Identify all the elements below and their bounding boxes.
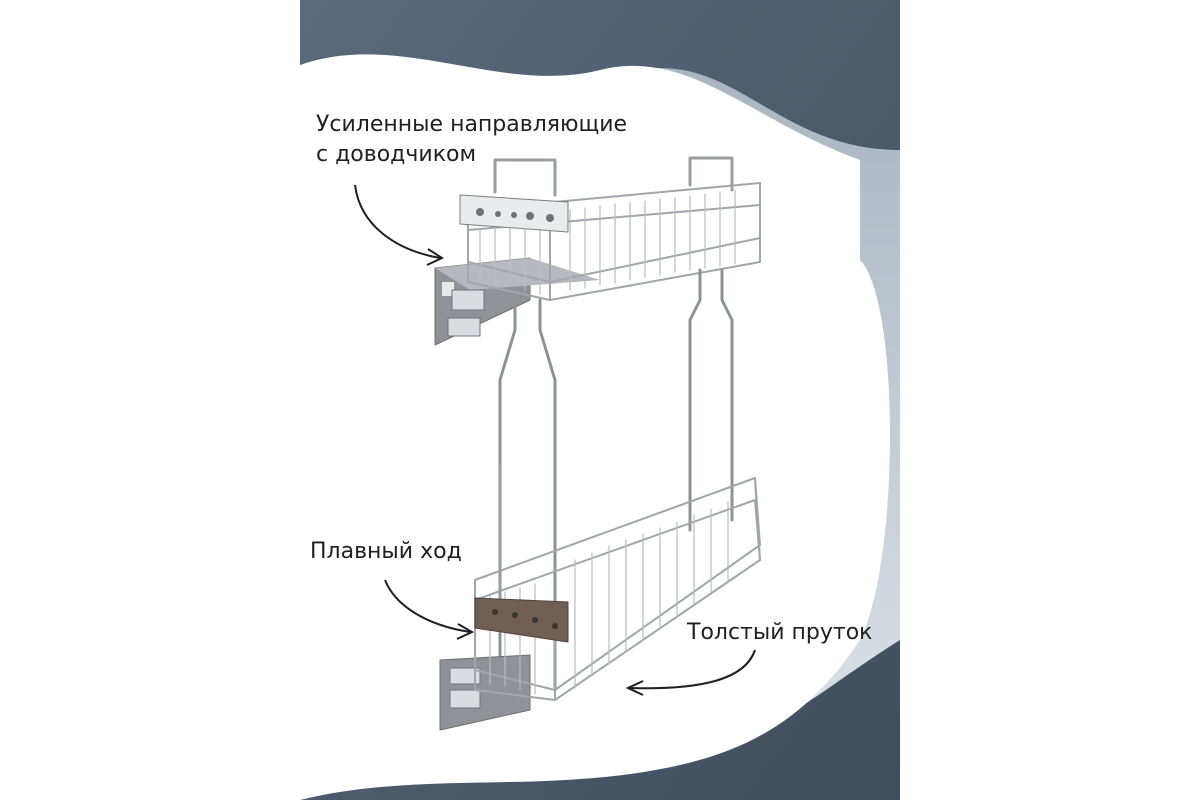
top-front-plate — [459, 194, 569, 233]
arrow-thick-rod — [625, 649, 756, 696]
label-reinforced-rails-line1: Усиленные направляющие — [316, 112, 628, 137]
bottom-front-plate — [474, 597, 569, 643]
label-thick-rod: Толстый пруток — [687, 620, 873, 645]
arrow-smooth-motion — [384, 579, 475, 640]
bottom-rail — [439, 654, 531, 731]
label-smooth-motion: Плавный ход — [310, 539, 462, 564]
background-waves — [300, 0, 900, 800]
top-basket — [467, 156, 761, 301]
label-reinforced-rails-line2: с доводчиком — [316, 142, 477, 167]
product-card: Усиленные направляющие с доводчиком Плав… — [300, 0, 900, 800]
arrow-rails — [354, 184, 445, 266]
label-reinforced-rails: Усиленные направляющие с доводчиком — [316, 110, 627, 170]
basket-illustration — [434, 156, 761, 731]
